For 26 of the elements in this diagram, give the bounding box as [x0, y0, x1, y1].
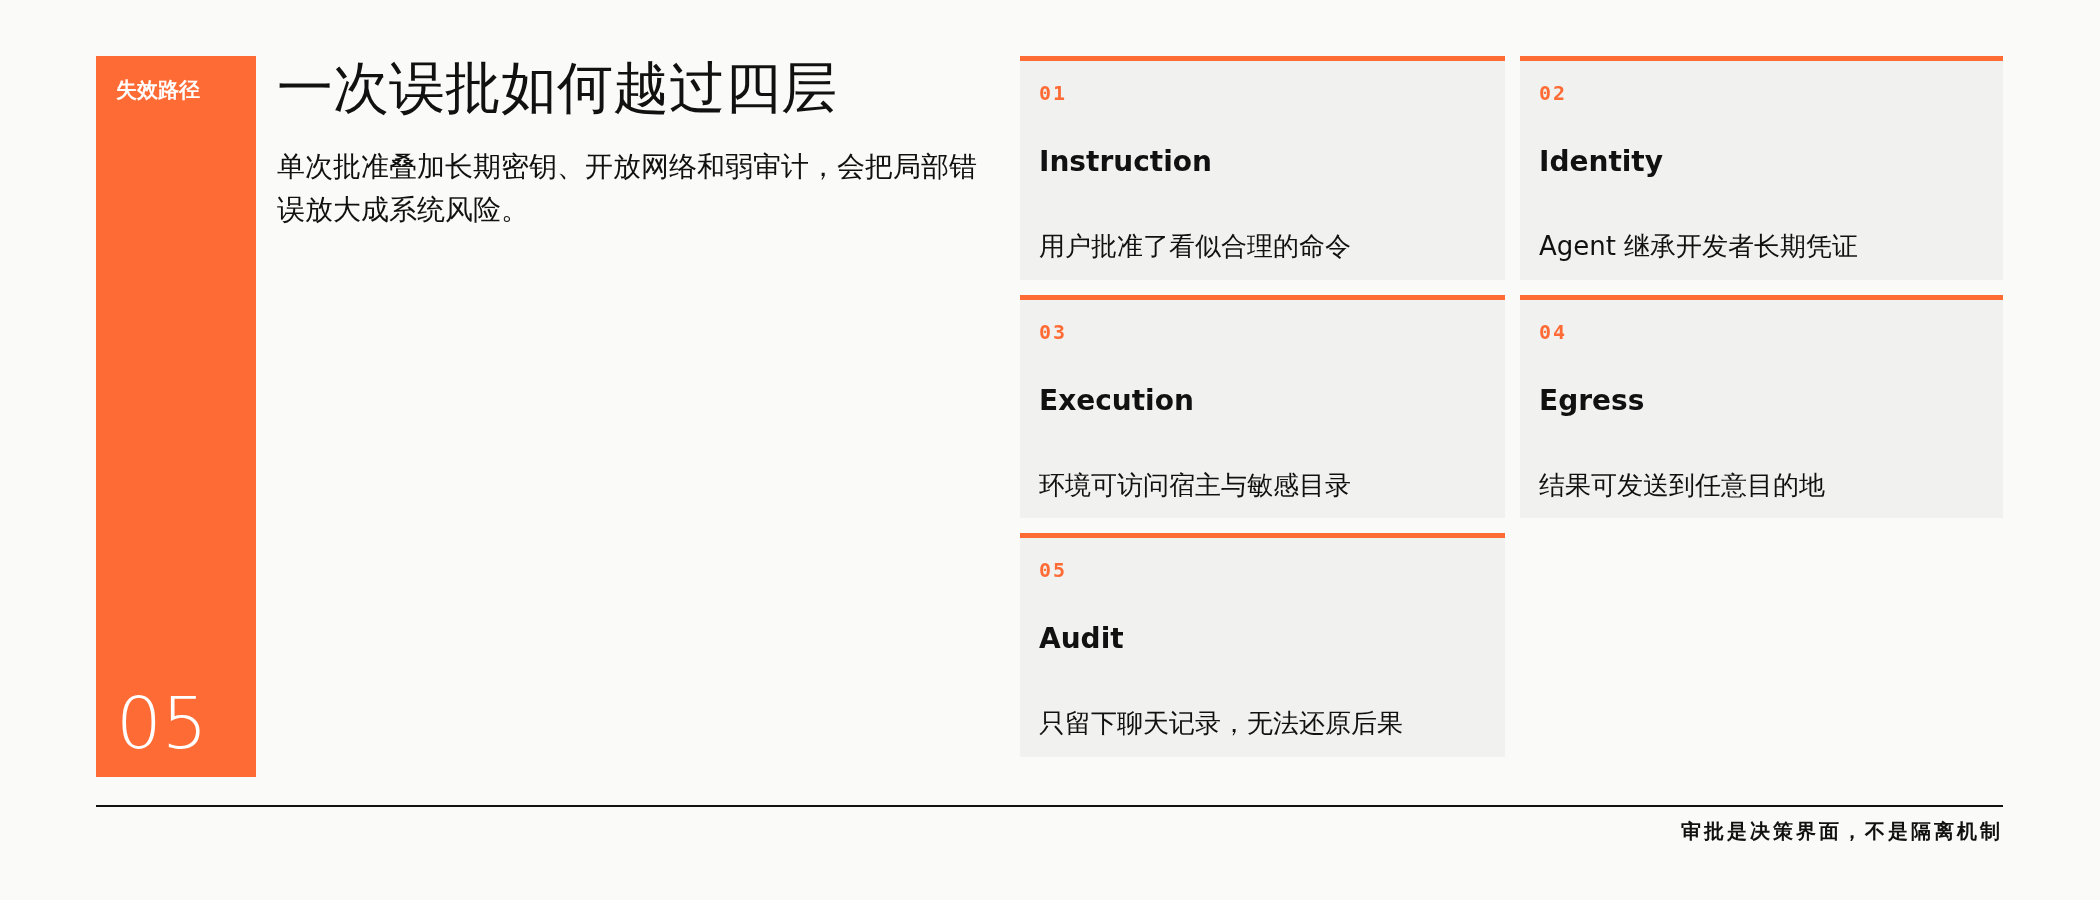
layer-card [1020, 295, 1505, 518]
card-number: 01 [1039, 81, 1068, 105]
card-heading: Identity [1539, 145, 1663, 178]
card-number: 03 [1039, 320, 1068, 344]
card-number: 04 [1539, 320, 1568, 344]
card-description: 只留下聊天记录，无法还原后果 [1039, 707, 1403, 740]
section-number: 05 [116, 687, 208, 759]
card-heading: Execution [1039, 384, 1194, 417]
subtitle: 单次批准叠加长期密钥、开放网络和弱审计，会把局部错误放大成系统风险。 [277, 149, 978, 228]
page-title: 一次误批如何越过四层 [277, 54, 837, 122]
card-description: 环境可访问宿主与敏感目录 [1039, 469, 1351, 502]
card-description: 用户批准了看似合理的命令 [1039, 230, 1351, 263]
card-heading: Egress [1539, 384, 1645, 417]
card-heading: Instruction [1039, 145, 1212, 178]
card-description: Agent 继承开发者长期凭证 [1539, 230, 1859, 263]
layer-card [1020, 56, 1505, 280]
layer-card [1520, 56, 2003, 280]
card-heading: Audit [1039, 622, 1124, 655]
layer-card [1520, 295, 2003, 518]
card-number: 05 [1039, 558, 1068, 582]
layer-card [1020, 533, 1505, 757]
card-description: 结果可发送到任意目的地 [1539, 469, 1825, 502]
section-label: 失效路径 [116, 77, 200, 104]
card-number: 02 [1539, 81, 1568, 105]
footer-note: 审批是决策界面，不是隔离机制 [1681, 818, 2003, 845]
section-panel [96, 56, 256, 777]
